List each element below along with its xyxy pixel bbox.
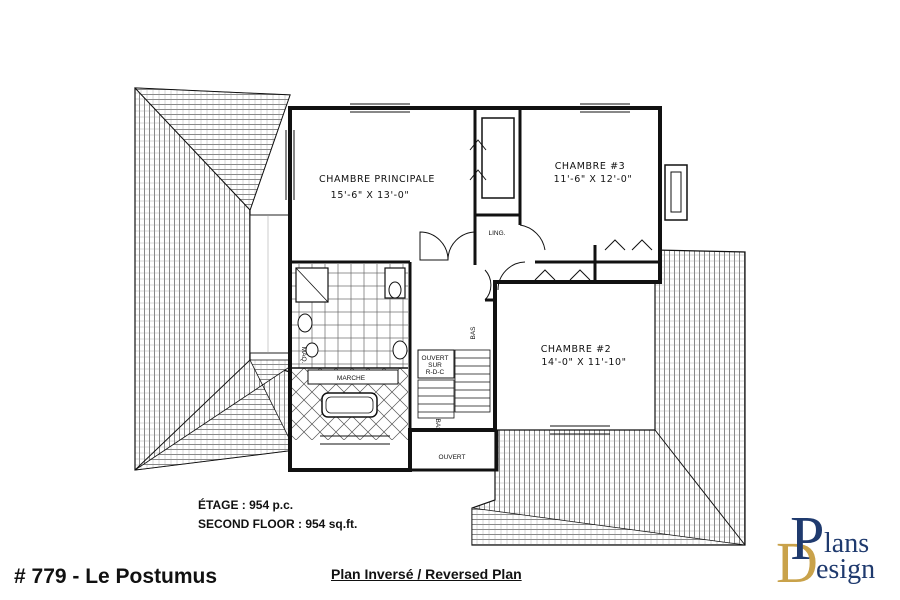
bedroom-3-size: 11'-6" X 12'-0" — [554, 174, 633, 185]
stairs — [417, 349, 491, 419]
master-closet — [469, 117, 515, 199]
windows — [285, 103, 630, 445]
bedroom-2-name: CHAMBRE #2 — [541, 344, 612, 355]
open-label: OUVERT — [439, 454, 466, 461]
area-en: SECOND FLOOR : 954 sq.ft. — [198, 517, 358, 531]
right-roof — [471, 249, 746, 546]
logo-letter-p: P — [790, 505, 825, 573]
chimney — [664, 164, 688, 221]
plan-variant: Plan Inversé / Reversed Plan — [331, 566, 522, 582]
logo-word-2: esign — [816, 554, 876, 585]
logo-letter-d: D — [776, 530, 818, 595]
plan-title: # 779 - Le Postumus — [14, 565, 218, 588]
bedroom-2-size: 14'-0" X 11'-10" — [541, 357, 626, 368]
area-stats: ÉTAGE : 954 p.c. SECOND FLOOR : 954 sq.f… — [198, 496, 357, 534]
step-label: MARCHE — [337, 375, 366, 382]
left-roof — [134, 87, 302, 471]
open-below-line-1: OUVERT — [422, 355, 449, 362]
open-below-line-2: SUR — [428, 362, 442, 369]
bathroom — [292, 264, 408, 440]
bedroom-3-name: CHAMBRE #3 — [555, 161, 626, 172]
plans-design-logo: D P lans esign — [776, 508, 892, 595]
area-fr: ÉTAGE : 954 p.c. — [198, 498, 294, 512]
stair-down-label-2: BAS — [434, 418, 441, 432]
stair-down-label-1: BAS — [470, 326, 477, 340]
master-bedroom-size: 15'-6" X 13'-0" — [331, 190, 410, 201]
makeup-label: MAQ. — [300, 347, 307, 364]
doors — [419, 224, 653, 301]
interior-walls — [290, 108, 660, 440]
logo-word-1: lans — [824, 528, 870, 559]
master-bedroom-name: CHAMBRE PRINCIPALE — [319, 174, 435, 185]
open-below-line-3: R-D-C — [426, 369, 445, 376]
linen-label: LING. — [489, 230, 506, 237]
